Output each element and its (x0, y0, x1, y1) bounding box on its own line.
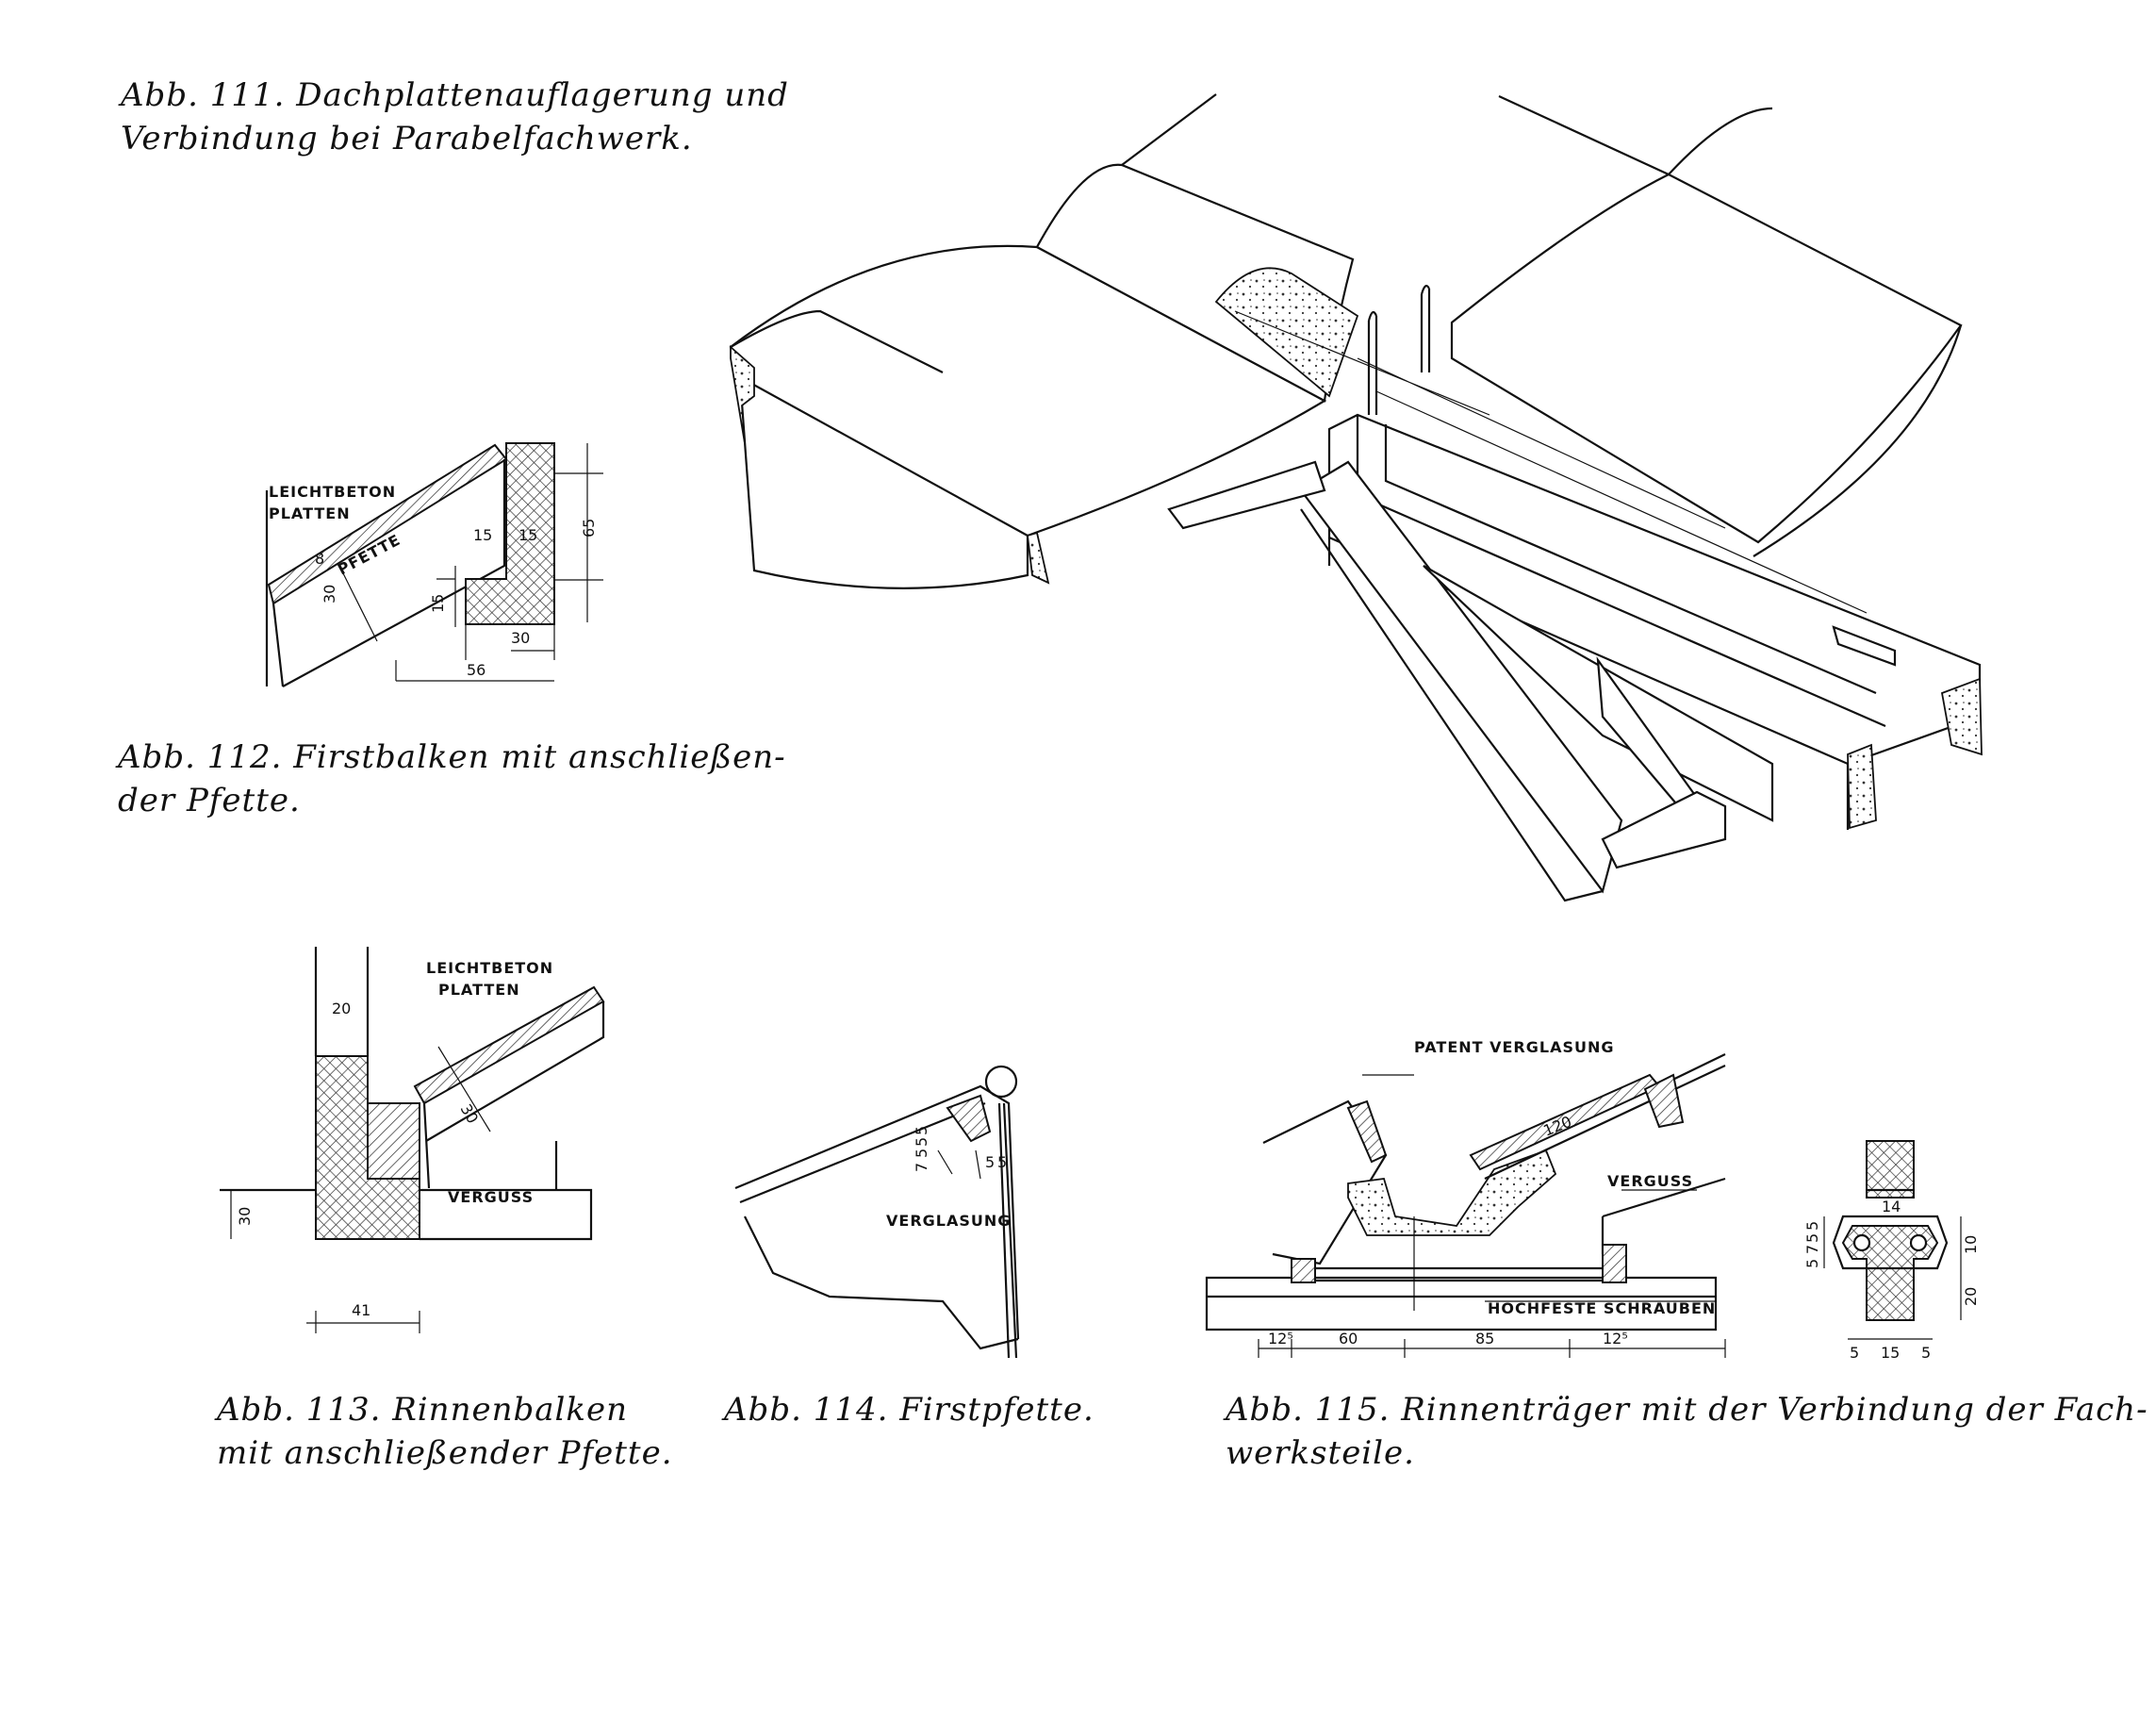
caption-line: Abb. 111. Dachplattenauflagerung und (121, 76, 789, 114)
caption-fig113: Abb. 113. Rinnenbalken mit anschließende… (217, 1388, 673, 1475)
dim-value: 10 (1962, 1235, 1980, 1254)
caption-line: Abb. 115. Rinnenträger mit der Verbindun… (1226, 1391, 2148, 1429)
dim-value: 41 (352, 1301, 370, 1319)
dim-value: 15 (473, 526, 492, 544)
fig115-gutter-girder: PATENT VERGLASUNG VERGUSS HOCHFESTE SCHR… (1205, 1038, 1726, 1358)
label-leichtbeton: LEICHTBETON (426, 959, 553, 977)
fig112-ridge-beam: LEICHTBETON PLATTEN PFETTE 8 15 15 65 30… (265, 442, 603, 687)
dim-value: 7 (913, 1163, 930, 1172)
caption-line: werksteile. (1226, 1434, 1415, 1472)
dim-value: 85 (1475, 1330, 1494, 1347)
label-leichtbeton: LEICHTBETON (269, 483, 396, 501)
dim-value: 14 (1882, 1198, 1901, 1215)
dim-value: 30 (236, 1207, 254, 1226)
dim-value: 5 (1803, 1233, 1821, 1243)
caption-line: Abb. 112. Firstbalken mit anschließen- (118, 738, 786, 776)
caption-fig114: Abb. 114. Firstpfette. (724, 1388, 1094, 1431)
dim-value: 7 (1803, 1245, 1821, 1254)
label-verguss: VERGUSS (1607, 1172, 1693, 1190)
dim-value: 30 (321, 585, 338, 603)
dim-value: 65 (580, 519, 598, 537)
label-verglasung: VERGLASUNG (886, 1212, 1011, 1230)
dim-value: 5 (913, 1137, 930, 1147)
dim-value: 5 (913, 1149, 930, 1158)
dim-value: 20 (1962, 1287, 1980, 1306)
label-patent-verglasung: PATENT VERGLASUNG (1414, 1038, 1615, 1056)
label-hochfeste-schrauben: HOCHFESTE SCHRAUBEN (1488, 1299, 1716, 1317)
dim-value: 5 (913, 1126, 930, 1135)
dim-value: 56 (467, 661, 486, 679)
caption-line: mit anschließender Pfette. (217, 1434, 673, 1472)
caption-line: Abb. 114. Firstpfette. (724, 1391, 1094, 1429)
fig114-ridge-purlin: VERGLASUNG 7 5 5 5 5 5 (734, 1065, 1020, 1359)
dim-value: 5 (1850, 1344, 1859, 1362)
label-verguss: VERGUSS (448, 1188, 534, 1206)
dim-value: 5 (1803, 1259, 1821, 1268)
fig115-connection-detail: 14 5 7 5 5 10 20 5 15 5 (1803, 1140, 1980, 1362)
fig113-gutter-beam: LEICHTBETON PLATTEN VERGUSS 20 30 30 41 (220, 947, 605, 1333)
caption-line: der Pfette. (118, 782, 301, 819)
caption-line: Abb. 113. Rinnenbalken (217, 1391, 629, 1429)
caption-fig115: Abb. 115. Rinnenträger mit der Verbindun… (1226, 1388, 2148, 1475)
dim-value: 12⁵ (1268, 1330, 1293, 1347)
dim-value: 15 (429, 594, 447, 613)
caption-fig112: Abb. 112. Firstbalken mit anschließen- d… (118, 736, 786, 822)
caption-fig111: Abb. 111. Dachplattenauflagerung und Ver… (121, 74, 789, 160)
dim-value: 5 (1921, 1344, 1931, 1362)
fig111-isometric-drawing (729, 93, 1983, 902)
dim-value: 15 (1881, 1344, 1900, 1362)
dim-value: 15 (518, 526, 537, 544)
label-platten: PLATTEN (269, 504, 351, 522)
dim-value: 60 (1339, 1330, 1358, 1347)
dim-value: 30 (511, 629, 530, 647)
dim-value: 5 (997, 1153, 1007, 1171)
dim-value: 8 (315, 550, 324, 568)
dim-value: 5 (1803, 1221, 1821, 1231)
dim-value: 5 (985, 1153, 995, 1171)
label-platten: PLATTEN (438, 981, 520, 999)
dim-value: 30 (457, 1101, 483, 1127)
dim-value: 20 (332, 1000, 351, 1017)
caption-line: Verbindung bei Parabelfachwerk. (121, 120, 693, 157)
dim-value: 12⁵ (1603, 1330, 1628, 1347)
